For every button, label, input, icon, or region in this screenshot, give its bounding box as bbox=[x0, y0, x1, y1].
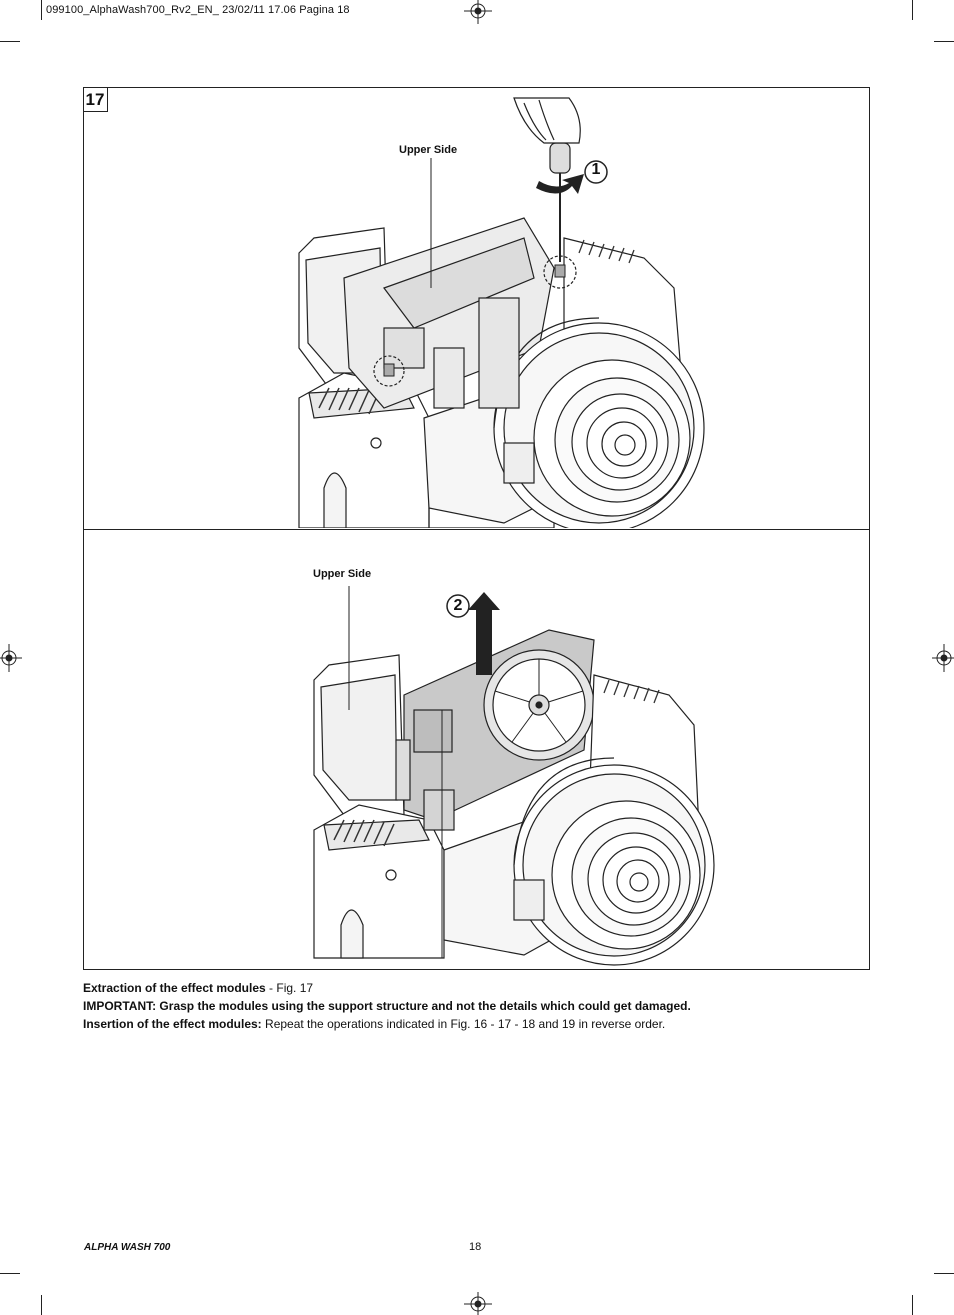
crop-mark bbox=[912, 0, 913, 20]
crop-mark bbox=[934, 41, 954, 42]
caption-insertion-text: Repeat the operations indicated in Fig. … bbox=[261, 1017, 666, 1031]
crop-mark bbox=[0, 41, 20, 42]
crop-mark bbox=[912, 1295, 913, 1315]
upper-side-label-top: Upper Side bbox=[399, 144, 458, 156]
upper-side-label-bottom: Upper Side bbox=[313, 568, 372, 580]
registration-mark-icon bbox=[0, 644, 22, 672]
caption-line-1: Extraction of the effect modules - Fig. … bbox=[83, 981, 313, 995]
crop-mark bbox=[0, 1273, 20, 1274]
footer-product-name: ALPHA WASH 700 bbox=[84, 1242, 171, 1253]
crop-mark bbox=[41, 1295, 42, 1315]
registration-mark-icon bbox=[932, 644, 954, 672]
crop-mark bbox=[41, 0, 42, 20]
step-number-2: 2 bbox=[453, 597, 463, 614]
step-number-1: 1 bbox=[591, 161, 601, 178]
print-slug: 099100_AlphaWash700_Rv2_EN_ 23/02/11 17.… bbox=[46, 4, 350, 16]
bottom-panel-illustration bbox=[313, 586, 715, 966]
caption-insertion-heading: Insertion of the effect modules: bbox=[83, 1017, 262, 1031]
crop-mark bbox=[934, 1273, 954, 1274]
caption-line-3: Insertion of the effect modules: Repeat … bbox=[83, 1017, 665, 1031]
caption-heading: Extraction of the effect modules bbox=[83, 981, 266, 995]
figure-divider bbox=[83, 529, 870, 530]
caption-important: IMPORTANT: Grasp the modules using the s… bbox=[83, 999, 691, 1013]
figure-number: 17 bbox=[83, 87, 108, 112]
figure-frame bbox=[83, 87, 870, 970]
caption-figure-ref: - Fig. 17 bbox=[265, 981, 314, 995]
registration-mark-icon bbox=[464, 0, 492, 24]
page-number: 18 bbox=[469, 1241, 482, 1253]
registration-mark-icon bbox=[464, 1292, 492, 1315]
caption-line-2: IMPORTANT: Grasp the modules using the s… bbox=[83, 999, 691, 1013]
top-panel-illustration bbox=[298, 97, 705, 528]
